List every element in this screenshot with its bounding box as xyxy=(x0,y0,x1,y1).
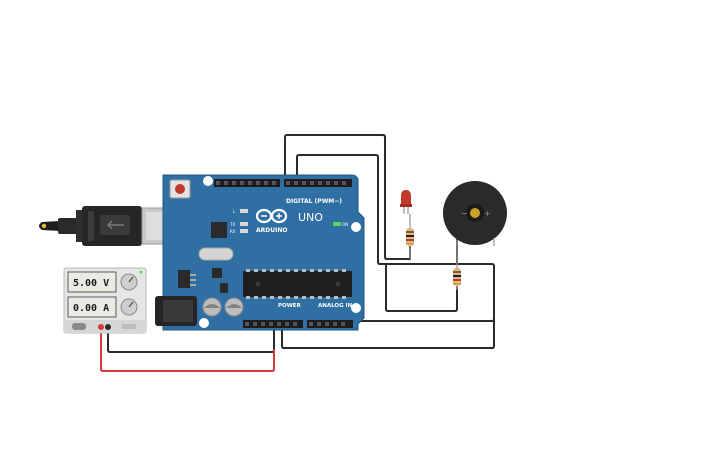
mounting-hole xyxy=(351,222,361,232)
atmega-microcontroller xyxy=(243,271,352,297)
crystal-oscillator xyxy=(198,247,234,261)
l-led-label: L xyxy=(233,209,236,214)
voltage-readout: 5.00 V xyxy=(73,278,109,289)
psu-status-led xyxy=(139,270,143,274)
analog-header-label: ANALOG IN xyxy=(318,303,353,309)
rx-led xyxy=(240,229,248,233)
red-led[interactable] xyxy=(400,190,412,214)
usb-chip xyxy=(211,222,227,238)
digital-header-label: DIGITAL (PWM~) xyxy=(286,198,342,205)
arduino-wordmark: ARDUINO xyxy=(256,227,287,234)
piezo-buzzer[interactable]: − + xyxy=(443,181,507,246)
wire-psu-positive[interactable] xyxy=(100,326,275,372)
psu-power-switch[interactable] xyxy=(72,323,86,330)
mounting-hole xyxy=(199,318,209,328)
tx-led xyxy=(240,222,248,226)
buzzer-minus-mark: − xyxy=(461,209,468,218)
buzzer-resistor[interactable] xyxy=(453,240,461,290)
tx-led-label: TX xyxy=(229,222,235,227)
arduino-uno-board[interactable]: DIGITAL (PWM~) L TX RX ARDUINO UNO ON xyxy=(155,174,365,331)
psu-positive-terminal[interactable] xyxy=(98,324,104,330)
wire-pin5-to-buzzer[interactable] xyxy=(296,154,458,265)
current-readout: 0.00 A xyxy=(73,303,109,314)
power-on-led xyxy=(333,222,341,226)
mounting-hole xyxy=(351,303,361,313)
reset-button-cap-icon xyxy=(175,184,185,194)
wire-gnd-to-rail[interactable] xyxy=(281,263,495,349)
rx-led-label: RX xyxy=(230,229,236,234)
resistor-pack xyxy=(220,283,228,293)
led-resistor[interactable] xyxy=(406,214,414,259)
voltage-display-frame xyxy=(67,271,117,293)
wire-pin7-to-led[interactable] xyxy=(284,134,411,260)
power-header-label: POWER xyxy=(278,303,302,309)
usb-plug-tip-icon xyxy=(41,223,47,229)
board-model-label: UNO xyxy=(298,211,323,224)
l-led xyxy=(240,209,248,213)
analog-pin-header[interactable] xyxy=(307,320,353,328)
digital-pin-header[interactable] xyxy=(214,179,352,187)
current-display-frame xyxy=(67,296,117,318)
regulator-chip xyxy=(212,268,222,278)
psu-negative-terminal[interactable] xyxy=(105,324,111,330)
power-on-label: ON xyxy=(342,222,348,227)
arduino-logo xyxy=(255,208,288,224)
buzzer-plus-mark: + xyxy=(484,209,491,218)
usb-symbol-icon xyxy=(107,220,124,230)
wire-gnd-rail-2[interactable] xyxy=(293,318,495,327)
wire-gnd-rail[interactable] xyxy=(385,264,458,312)
buzzer-center-icon xyxy=(470,208,480,218)
power-pin-header[interactable] xyxy=(243,320,303,328)
mounting-hole xyxy=(203,176,213,186)
voltage-regulator xyxy=(178,270,190,288)
power-supply[interactable]: 5.00 V 0.00 A xyxy=(63,267,147,334)
